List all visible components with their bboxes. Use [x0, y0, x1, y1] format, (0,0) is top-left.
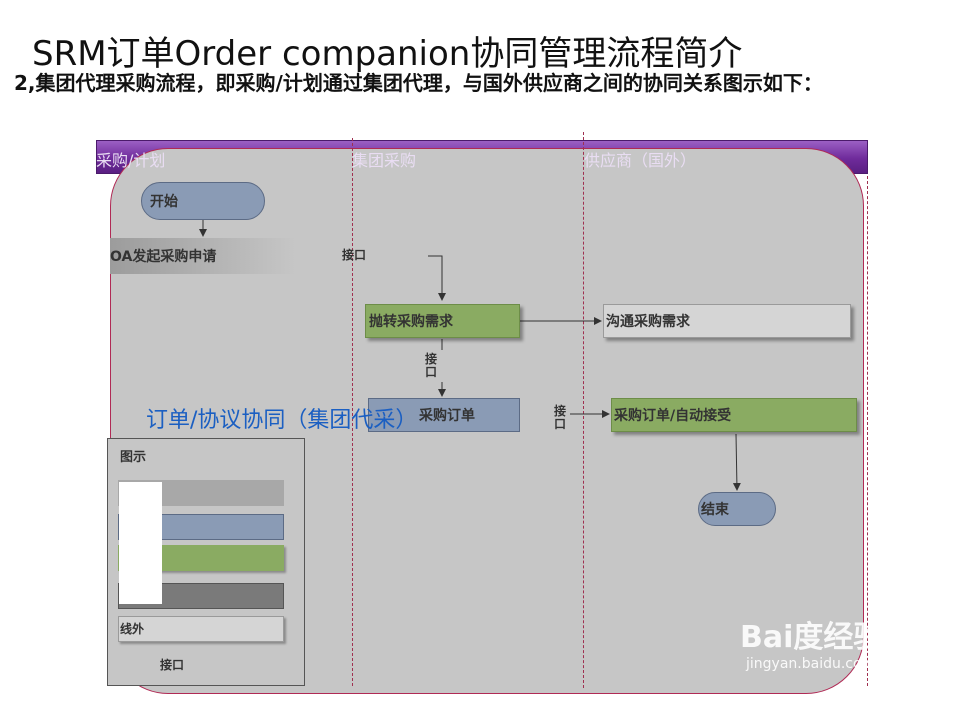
legend-white-block [119, 482, 162, 604]
baidu-watermark: Bai度经验 jingyan.baidu.com [740, 612, 883, 672]
interface-label-1: 接口 [342, 248, 367, 262]
interface-label-3: 接口 [554, 404, 567, 431]
watermark-brand: Bai度经验 [740, 620, 884, 655]
page-title: SRM订单Order companion协同管理流程简介 [32, 34, 743, 74]
legend-offline-label: 线外 [120, 622, 145, 636]
node-oa-request: OA发起采购申请 [110, 238, 296, 274]
node-start: 开始 [141, 182, 265, 220]
overlay-caption: 订单/协议协同（集团代采） [146, 408, 418, 433]
legend-swatch-offline [118, 616, 284, 642]
lane-divider-1 [352, 138, 353, 686]
lane-label-procurement-plan: 采购/计划 [96, 151, 166, 170]
lane-label-supplier: 供应商（国外） [584, 151, 697, 170]
lane-divider-2 [583, 132, 584, 688]
watermark-url: jingyan.baidu.com [746, 656, 876, 672]
lane-divider-3 [867, 176, 868, 686]
node-po-auto-accept: 采购订单/自动接受 [611, 398, 857, 432]
lane-label-group-procurement: 集团采购 [352, 151, 417, 170]
node-transfer-demand: 抛转采购需求 [365, 304, 520, 338]
page-subtitle: 2,集团代理采购流程，即采购/计划通过集团代理，与国外供应商之间的协同关系图示如… [14, 71, 823, 95]
legend-interface-label: 接口 [160, 658, 185, 672]
legend-title: 图示 [120, 450, 147, 465]
node-purchase-order: 采购订单 [368, 398, 520, 432]
node-end: 结束 [698, 492, 776, 526]
interface-label-2: 接口 [425, 352, 438, 379]
node-communicate-demand: 沟通采购需求 [603, 304, 851, 338]
